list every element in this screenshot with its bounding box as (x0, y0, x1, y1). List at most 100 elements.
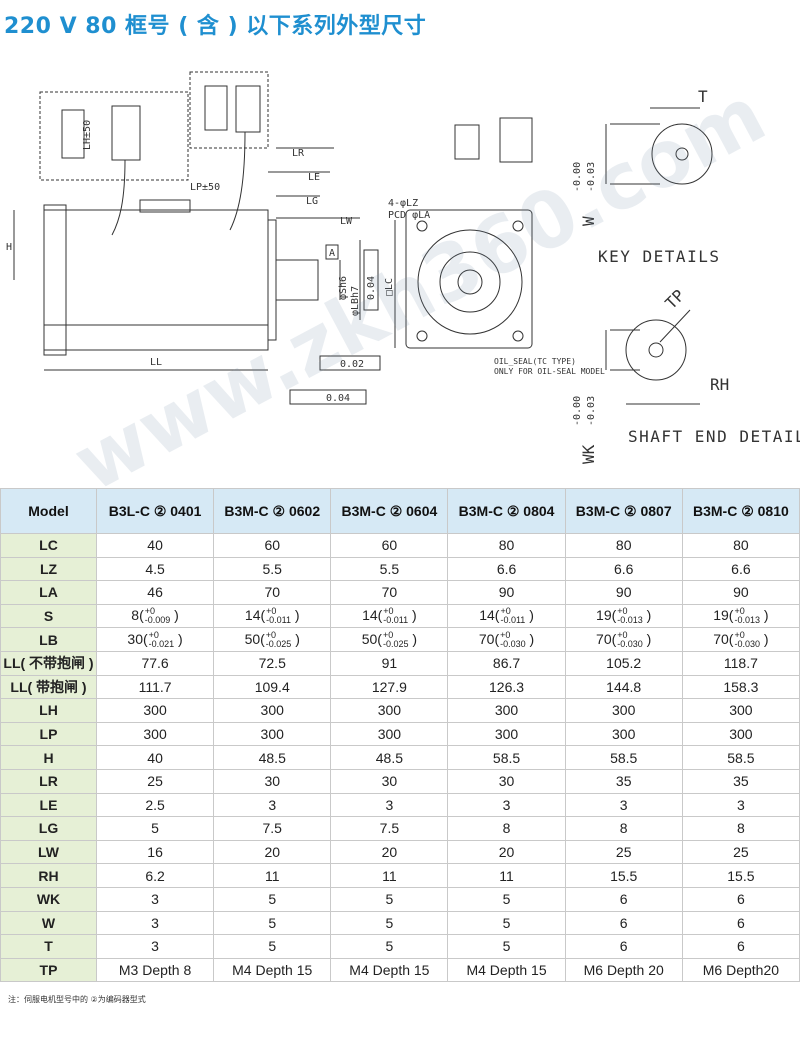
table-cell: 6.6 (564, 556, 683, 582)
table-cell: 35 (681, 768, 800, 794)
tolerance: +0-0.011 (500, 606, 526, 626)
dim-lp: LP±50 (190, 182, 220, 193)
dim-lr: LR (292, 148, 305, 159)
table-cell: 19(+0-0.013 ) (681, 603, 800, 629)
table-cell: 48.5 (213, 745, 332, 770)
table-cell: 300 (213, 721, 332, 747)
param-label: H (0, 745, 97, 770)
table-cell: 30 (330, 768, 449, 794)
table-cell: 300 (95, 721, 215, 747)
table-cell: M4 Depth 15 (213, 957, 332, 983)
tolerance: +0-0.021 (148, 629, 175, 649)
table-cell: 60 (330, 533, 449, 558)
table-cell: 15.5 (681, 863, 800, 888)
table-cell: 20 (447, 839, 566, 865)
table-cell: 6 (564, 910, 683, 936)
shaft-wk-tol-up: -0.00 (572, 396, 583, 426)
motor-shaft-side (275, 259, 319, 301)
table-cell: 300 (564, 698, 683, 723)
table-cell: 58.5 (681, 745, 800, 770)
table-cell: 30 (213, 768, 332, 794)
table-cell: 72.5 (213, 650, 332, 676)
table-cell: 90 (564, 580, 683, 605)
table-cell: 11 (447, 863, 566, 888)
table-cell: 11 (330, 863, 449, 888)
table-cell: 6 (681, 910, 800, 936)
table-cell: 58.5 (564, 745, 683, 770)
tol-box-2: 0.02 (340, 359, 364, 370)
table-cell: 3 (330, 792, 449, 818)
param-label: LZ (0, 556, 97, 582)
table-cell: 20 (330, 839, 449, 865)
table-cell: 7.5 (213, 816, 332, 841)
motor-body-side (43, 209, 269, 351)
table-cell: 5 (213, 886, 332, 912)
table-cell: 5 (330, 886, 449, 912)
table-cell: 3 (95, 934, 215, 959)
table-cell: 70 (213, 580, 332, 605)
table-cell: 5 (330, 910, 449, 936)
dim-sh6: φSh6 (338, 276, 349, 300)
power-socket-icon (235, 85, 261, 133)
table-cell: M6 Depth20 (681, 957, 800, 983)
dim-le: LE (308, 172, 320, 183)
encoder-connector-box (39, 91, 189, 181)
shaft-wk-tol-low: -0.03 (586, 396, 597, 426)
key-t-label: T (698, 87, 708, 106)
table-cell: 20 (213, 839, 332, 865)
table-cell: 300 (447, 721, 566, 747)
table-cell: 14(+0-0.011 ) (330, 603, 449, 629)
shaft-end-details-label: SHAFT END DETAILS (628, 427, 800, 446)
param-label: W (0, 910, 97, 936)
table-cell: 91 (330, 650, 449, 676)
table-cell: 6 (564, 886, 683, 912)
table-cell: 109.4 (213, 674, 332, 700)
shaft-tp-label: TP (661, 286, 688, 313)
table-cell: 300 (564, 721, 683, 747)
dimension-drawing: LH±50 LP±50 LR LE LG LW H LL φSh6 φLBh7 … (6, 71, 800, 464)
footnote: 注：伺服电机型号中的 ②为编码器型式 (8, 995, 146, 1004)
table-cell: 4.5 (95, 556, 215, 582)
key-w-label: W (579, 216, 598, 226)
table-cell: 50(+0-0.025 ) (330, 627, 449, 652)
table-cell: 70 (330, 580, 449, 605)
table-cell: 6 (681, 886, 800, 912)
table-cell: 300 (330, 721, 449, 747)
tolerance: +0-0.025 (265, 629, 292, 649)
table-cell: 11 (213, 863, 332, 888)
table-cell: 3 (213, 792, 332, 818)
header-model: Model (0, 488, 97, 534)
table-cell: 35 (564, 768, 683, 794)
param-label: T (0, 934, 97, 959)
key-detail-circle (651, 123, 713, 185)
tolerance: +0-0.025 (382, 629, 409, 649)
tolerance: +0-0.009 (144, 606, 171, 626)
table-cell: 6.6 (447, 556, 566, 582)
table-cell: 300 (447, 698, 566, 723)
key-w-tol-low: -0.03 (586, 162, 597, 192)
table-cell: 80 (447, 533, 566, 558)
table-cell: 118.7 (681, 650, 800, 676)
table-cell: 300 (681, 721, 800, 747)
motor-flange-front (405, 209, 533, 349)
table-cell: 25 (681, 839, 800, 865)
table-cell: 25 (95, 768, 215, 794)
param-label: LB (0, 627, 97, 652)
datum-a: A (329, 248, 335, 259)
encoder-socket-icon (111, 105, 141, 161)
table-cell: 30(+0-0.021 ) (95, 627, 215, 652)
table-cell: 126.3 (447, 674, 566, 700)
tolerance: +0-0.030 (734, 629, 760, 649)
table-cell: 3 (564, 792, 683, 818)
dim-lbh7: φLBh7 (350, 286, 361, 316)
table-cell: 70(+0-0.030 ) (447, 627, 566, 652)
table-cell: 5 (213, 910, 332, 936)
